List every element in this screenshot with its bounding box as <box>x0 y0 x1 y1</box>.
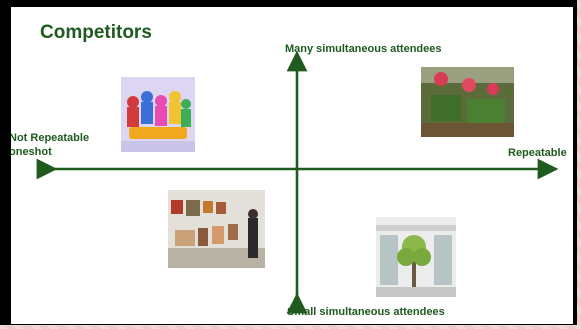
slide: Competitors Many simultaneous attendees … <box>11 7 573 324</box>
building-tree-image <box>376 217 456 297</box>
axis-label-right: Repeatable <box>508 147 567 159</box>
garden-planting-image <box>421 67 514 137</box>
axis-label-bottom: Small simultaneous attendees <box>287 306 445 318</box>
quadrant-axes <box>36 50 559 314</box>
hero-poster-image <box>121 77 195 152</box>
axis-label-left-line1: Not Repeatable <box>11 132 90 144</box>
art-exhibition-image <box>168 190 265 268</box>
axis-label-top: Many simultaneous attendees <box>285 43 442 55</box>
axis-label-left-line2: oneshot <box>11 146 52 158</box>
slide-title: Competitors <box>40 22 152 43</box>
axis-label-left: Not Repeatable oneshot <box>11 131 89 159</box>
